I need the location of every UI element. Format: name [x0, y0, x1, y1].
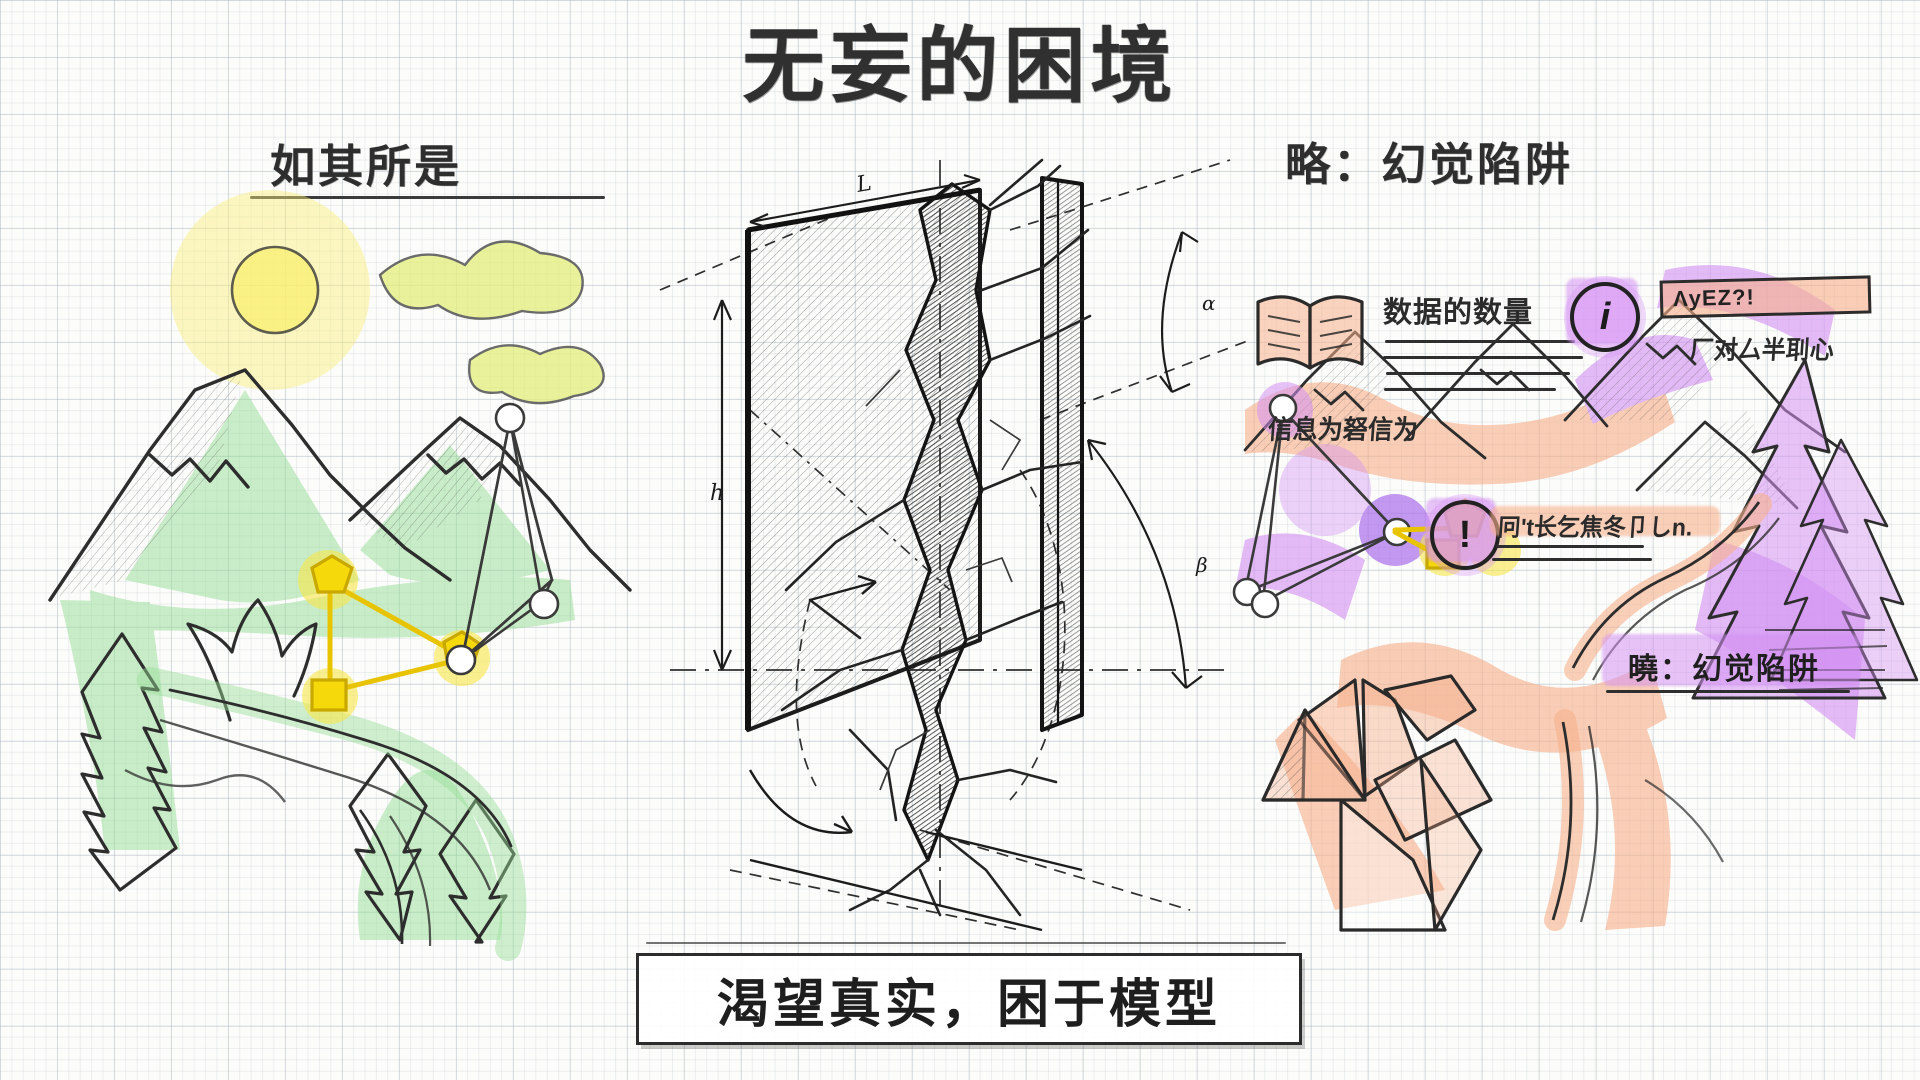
- angle-indicator-top: [1159, 231, 1199, 394]
- angle-indicator-bottom: [1086, 438, 1203, 689]
- purple-tag-underline: [1606, 690, 1850, 693]
- pine-trees: [80, 598, 516, 944]
- heading-underline-left: [250, 196, 605, 199]
- origami-fragments: [1261, 674, 1493, 932]
- angle-label-bottom: β: [1195, 553, 1208, 577]
- caption-box: 渴望真实，困于模型: [636, 953, 1302, 1045]
- slab-right-face: [1040, 176, 1084, 732]
- section-heading-right: 略：幻觉陷阱: [1285, 138, 1574, 191]
- scribble-rule-1: [1496, 545, 1644, 548]
- dim-label-L: L: [854, 171, 874, 198]
- page-title: 无妄的困境: [742, 19, 1178, 114]
- scribble-highlight: [1490, 506, 1720, 536]
- book-text-line-2: [1383, 356, 1583, 359]
- open-book-icon: [1250, 280, 1370, 385]
- book-text-line-1: [1385, 340, 1575, 343]
- scribble-annotation: 冋't长乞焦冬卩しn.: [1496, 513, 1694, 541]
- section-heading-left: 如其所是: [270, 140, 463, 193]
- sun: [170, 190, 370, 390]
- left-panel-illustration: [48, 190, 632, 961]
- crack-fragments: [865, 369, 1022, 791]
- book-label: 数据的数量: [1383, 295, 1534, 329]
- warning-icon[interactable]: !: [1430, 500, 1500, 570]
- book-text-line-4: [1384, 388, 1556, 391]
- mountain-hatching: [52, 372, 500, 598]
- glitch-pine-trees: [1691, 358, 1919, 700]
- dim-label-h: h: [710, 481, 724, 506]
- purple-tag-highlight: [1602, 634, 1860, 686]
- top-right-banner: ΛyEZ?!: [1659, 275, 1872, 319]
- wireframe-tetrahedron: [445, 402, 560, 676]
- river: [124, 667, 527, 961]
- caption-text: 渴望真实，困于模型: [716, 974, 1221, 1035]
- illusion-trap-tag: 曉：幻觉陷阱: [1628, 652, 1820, 687]
- caption-top-rule: [646, 942, 1286, 944]
- scribble-rule-2: [1492, 558, 1652, 561]
- glitch-river: [1544, 493, 1780, 931]
- center-cracked-slab-drawing: L h α β: [659, 158, 1251, 932]
- note-under-book: 信息为砮信为: [1266, 414, 1419, 445]
- right-panel-illustration: [1232, 265, 1919, 932]
- dimension-width: [749, 173, 981, 229]
- base-leaders: [748, 574, 1083, 932]
- angle-label-top: α: [1202, 291, 1216, 315]
- banner-subtext: 厂对厶半刵心: [1688, 336, 1835, 365]
- green-wash: [60, 390, 575, 940]
- dimension-height: [712, 299, 733, 671]
- info-icon[interactable]: i: [1570, 282, 1640, 352]
- book-text-line-3: [1386, 372, 1570, 375]
- cloud-shapes: [378, 240, 605, 405]
